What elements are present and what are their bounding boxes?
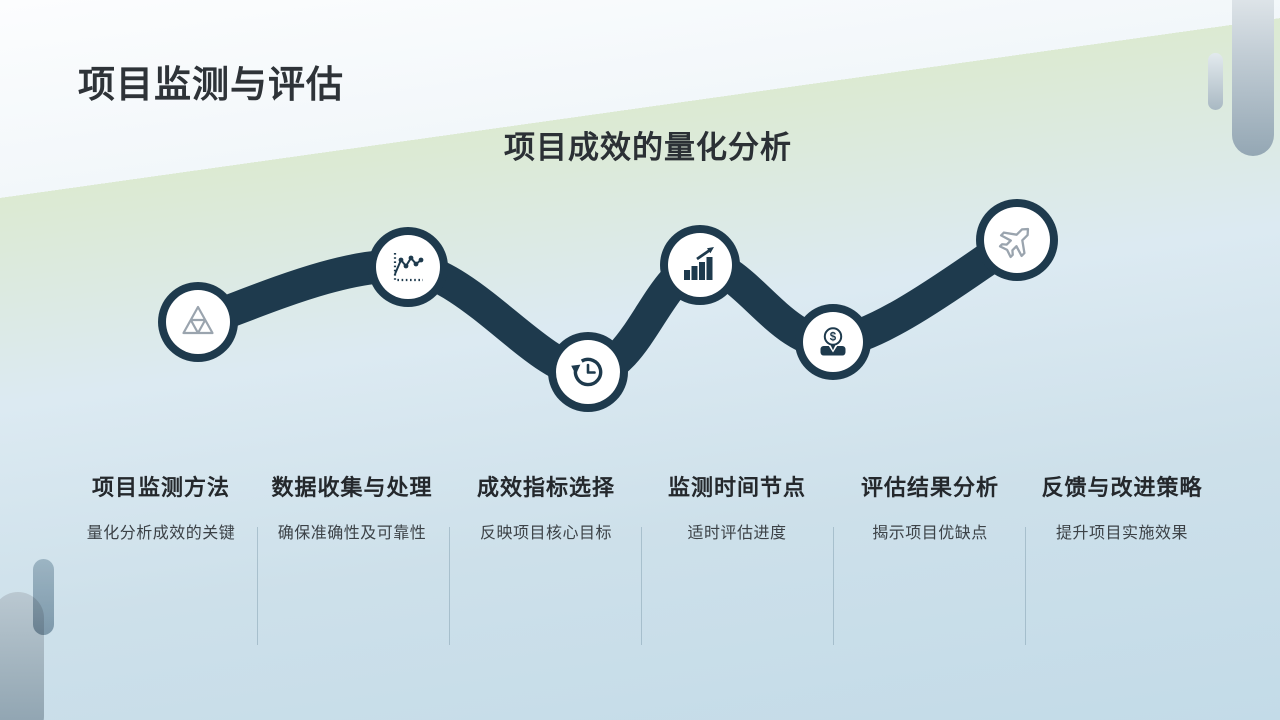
column-5: 评估结果分析 揭示项目优缺点 bbox=[830, 470, 1030, 543]
timeline-node-3 bbox=[548, 332, 628, 412]
dotted-line-chart-icon bbox=[393, 253, 424, 282]
column-4-heading: 监测时间节点 bbox=[667, 475, 806, 500]
column-divider-2 bbox=[449, 527, 450, 645]
airplane-icon bbox=[998, 227, 1030, 259]
column-3: 成效指标选择 反映项目核心目标 bbox=[446, 470, 646, 543]
column-6: 反馈与改进策略 提升项目实施效果 bbox=[1022, 470, 1222, 543]
column-6-heading: 反馈与改进策略 bbox=[1041, 475, 1203, 500]
column-divider-1 bbox=[257, 527, 258, 645]
column-4-description: 适时评估进度 bbox=[687, 525, 787, 542]
column-6-description: 提升项目实施效果 bbox=[1055, 525, 1188, 542]
column-1-description: 量化分析成效的关键 bbox=[86, 525, 236, 542]
history-clock-icon bbox=[571, 357, 603, 387]
column-divider-4 bbox=[833, 527, 834, 645]
column-2: 数据收集与处理 确保准确性及可靠性 bbox=[252, 470, 452, 543]
column-3-heading: 成效指标选择 bbox=[476, 475, 615, 500]
node-face bbox=[166, 290, 230, 354]
column-5-description: 揭示项目优缺点 bbox=[872, 525, 988, 542]
pyramid-triangle-icon bbox=[182, 305, 214, 335]
timeline-node-4 bbox=[660, 225, 740, 305]
decor-capsule-bottom-left-thin bbox=[33, 559, 54, 635]
slide-subtitle: 项目成效的量化分析 bbox=[504, 130, 792, 165]
svg-text:$: $ bbox=[830, 332, 837, 344]
column-divider-5 bbox=[1025, 527, 1026, 645]
column-1: 项目监测方法 量化分析成效的关键 bbox=[61, 470, 261, 543]
node-face bbox=[984, 207, 1050, 273]
timeline-node-1 bbox=[158, 282, 238, 362]
column-2-heading: 数据收集与处理 bbox=[271, 475, 433, 500]
decor-capsule-top-right-large bbox=[1232, 0, 1274, 156]
timeline-node-6 bbox=[976, 199, 1058, 281]
page-title: 项目监测与评估 bbox=[78, 64, 344, 105]
column-3-description: 反映项目核心目标 bbox=[479, 525, 612, 542]
decor-capsule-top-right-small bbox=[1208, 53, 1223, 110]
timeline-node-5: $ bbox=[795, 304, 871, 380]
timeline-node-2 bbox=[368, 227, 448, 307]
column-divider-3 bbox=[641, 527, 642, 645]
growth-bars-arrow-icon bbox=[684, 247, 714, 280]
column-1-heading: 项目监测方法 bbox=[91, 475, 230, 500]
column-2-description: 确保准确性及可靠性 bbox=[277, 525, 427, 542]
column-5-heading: 评估结果分析 bbox=[860, 475, 999, 500]
column-4: 监测时间节点 适时评估进度 bbox=[637, 470, 837, 543]
dollar-person-icon: $ bbox=[820, 327, 846, 356]
